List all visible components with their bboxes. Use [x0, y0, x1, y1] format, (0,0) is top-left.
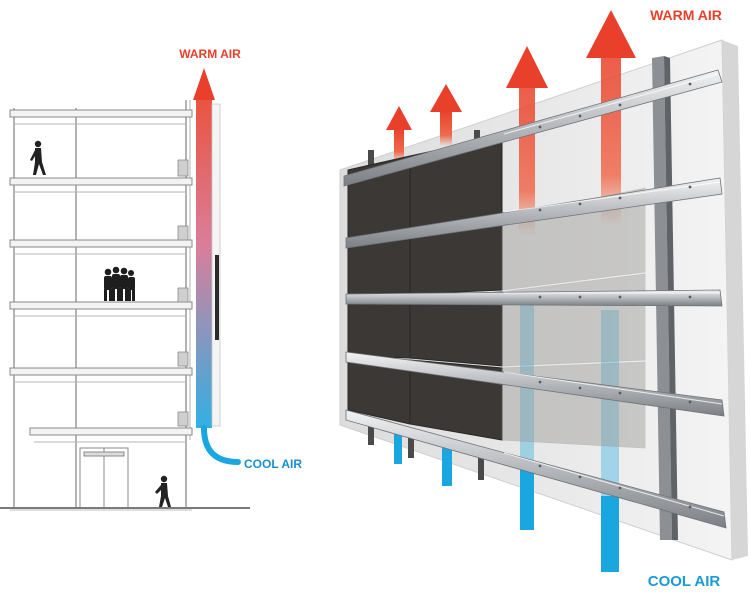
cool-air-arrow-icon — [520, 470, 534, 530]
cladding-panel — [347, 295, 411, 359]
rail — [345, 409, 727, 529]
mesh-panels — [501, 187, 646, 449]
facade-panel-dark — [215, 255, 219, 340]
cool-air-arrow-icon — [394, 430, 402, 464]
floor-slab — [9, 177, 193, 186]
person-walking-icon — [155, 475, 171, 507]
building-section: WARM AIR COOL AIR — [0, 47, 302, 511]
cool-air-arrow-icon — [442, 446, 452, 486]
person-walking-icon — [30, 140, 46, 175]
floor-slab — [9, 367, 193, 376]
ceiling-lines — [14, 123, 186, 443]
left-warm-air-label: WARM AIR — [179, 47, 241, 61]
floor-slabs — [9, 109, 193, 436]
rail — [345, 289, 723, 307]
right-cool-air-label: COOL AIR — [648, 573, 721, 590]
right-warm-air-label: WARM AIR — [650, 7, 722, 23]
cool-air-inlet-curve — [201, 425, 241, 465]
facade-assembly: WARM AIR COOL AIR — [339, 7, 748, 590]
rail — [345, 351, 725, 417]
warm-air-arrow-icon — [193, 68, 215, 100]
cladding-panels — [347, 135, 503, 441]
people-group-icon — [104, 266, 135, 301]
left-cool-air-label: COOL AIR — [244, 457, 302, 471]
wall-edge — [722, 40, 748, 560]
floor-slab — [9, 301, 193, 310]
air-cavity-stack — [196, 98, 212, 428]
cool-air-arrow-icon — [601, 496, 619, 572]
facade-brackets — [177, 159, 189, 427]
entrance — [79, 447, 129, 509]
cool-air-arrows — [394, 430, 619, 572]
rail — [345, 177, 723, 249]
floor-slab — [9, 239, 193, 248]
rail-highlights — [503, 73, 725, 517]
rail-bolts — [538, 82, 692, 509]
floor-slab — [29, 427, 193, 436]
warm-air-arrow-icon — [430, 84, 462, 146]
warm-air-arrow-icon — [386, 106, 412, 162]
floor-slab — [9, 109, 193, 118]
horizontal-rails — [343, 69, 727, 529]
